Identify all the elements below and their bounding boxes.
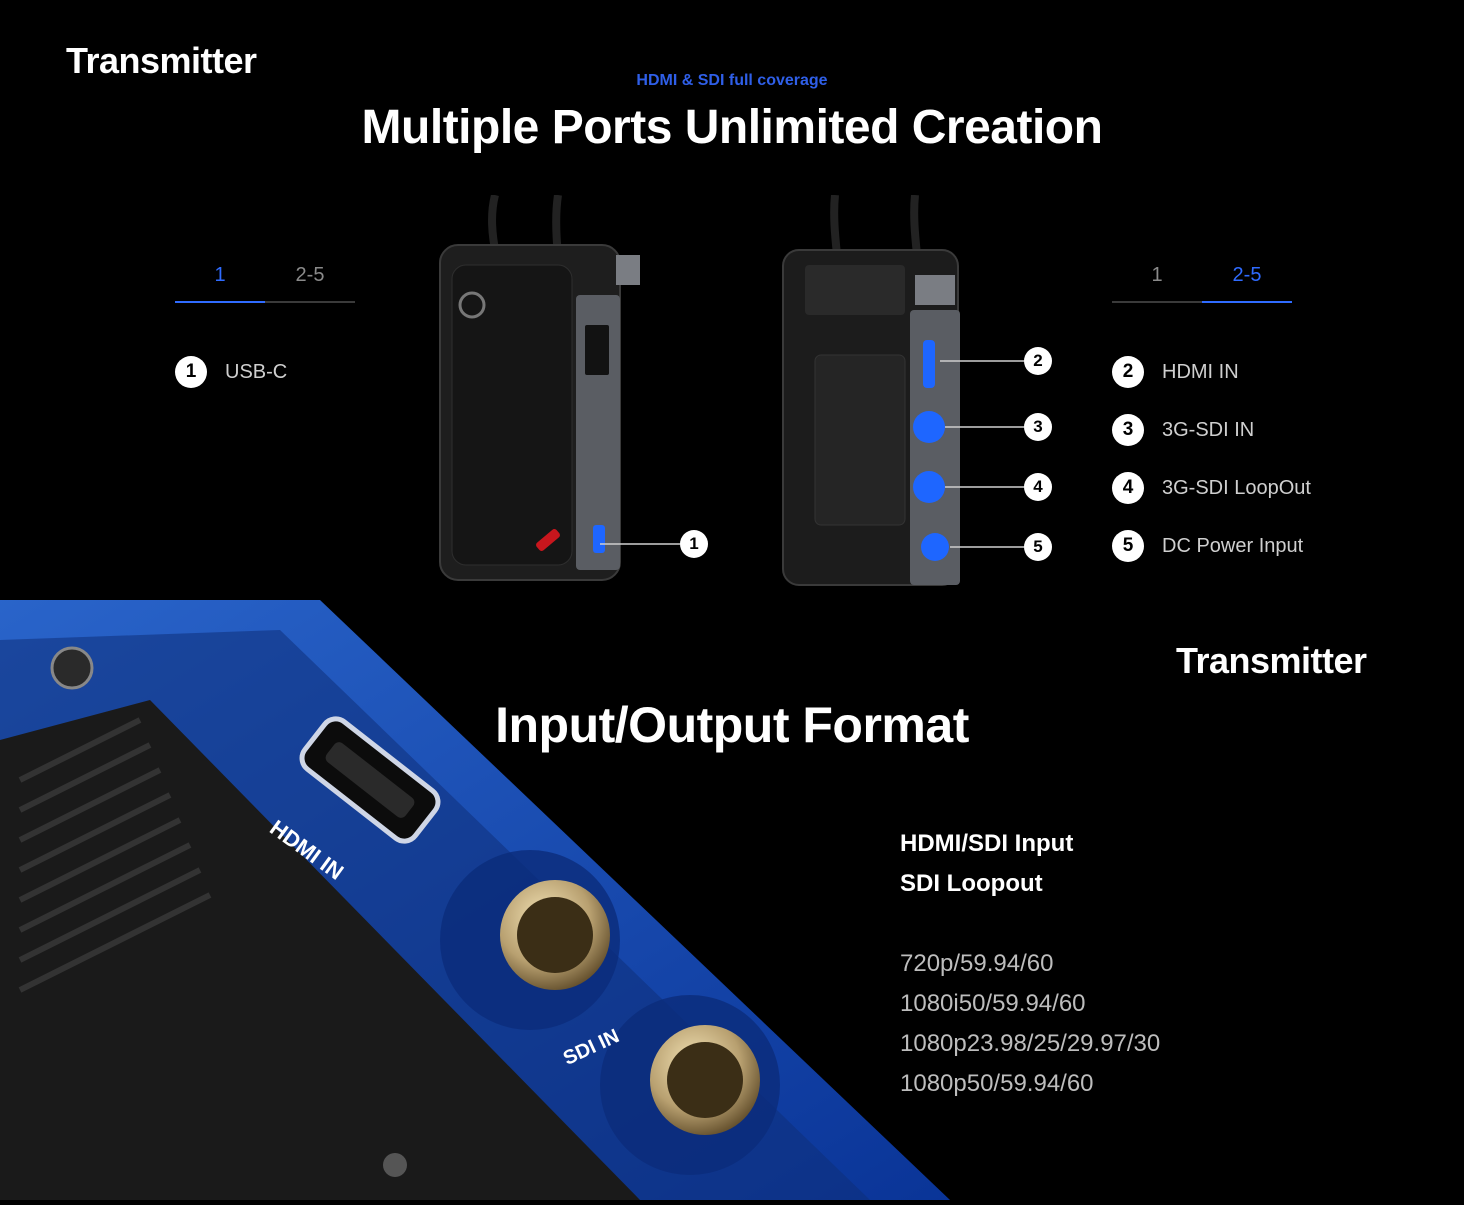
ports-closeup-illustration bbox=[0, 600, 950, 1200]
list-item: 3 3G-SDI IN bbox=[1112, 401, 1311, 459]
left-tab-2-5[interactable]: 2-5 bbox=[295, 264, 325, 286]
port-label: DC Power Input bbox=[1162, 534, 1304, 557]
brand-logo-secondary: Transmitter bbox=[1176, 640, 1367, 681]
port-number-badge: 3 bbox=[1112, 414, 1144, 446]
page-title: Multiple Ports Unlimited Creation bbox=[361, 101, 1103, 154]
format-item: 1080p23.98/25/29.97/30 bbox=[900, 1030, 1161, 1057]
list-item: 2 HDMI IN bbox=[1112, 343, 1311, 401]
port-label: HDMI IN bbox=[1162, 360, 1239, 383]
port-label: 3G-SDI IN bbox=[1162, 418, 1255, 441]
callout-lines bbox=[600, 360, 1024, 548]
left-port-panel: 1 2-5 1 USB-C bbox=[175, 264, 355, 401]
port-number-badge: 1 bbox=[175, 356, 207, 388]
section-eyebrow: HDMI & SDI full coverage bbox=[636, 72, 828, 89]
port-label: USB-C bbox=[225, 360, 288, 383]
transmitter-front-illustration bbox=[439, 194, 640, 581]
transmitter-back-illustration bbox=[782, 194, 960, 586]
right-port-panel: 1 2-5 2 HDMI IN 3 3G-SDI IN 4 3G-SDI Loo… bbox=[1112, 264, 1311, 575]
format-item: 720p/59.94/60 bbox=[900, 950, 1054, 977]
callout-2: 2 bbox=[1024, 347, 1052, 375]
list-item: 4 3G-SDI LoopOut bbox=[1112, 459, 1311, 517]
brand-logo: Transmitter bbox=[66, 40, 257, 81]
callout-1: 1 bbox=[680, 530, 708, 558]
format-heading-1: HDMI/SDI Input bbox=[900, 830, 1074, 857]
transmitter-front-image bbox=[430, 194, 660, 595]
list-item: 5 DC Power Input bbox=[1112, 517, 1311, 575]
right-tab-1[interactable]: 1 bbox=[1151, 264, 1163, 286]
list-item: 1 USB-C bbox=[175, 343, 355, 401]
section-title: Input/Output Format bbox=[495, 697, 969, 753]
callout-3: 3 bbox=[1024, 413, 1052, 441]
right-tabs: 1 2-5 bbox=[1112, 264, 1292, 303]
port-number-badge: 2 bbox=[1112, 356, 1144, 388]
left-port-list: 1 USB-C bbox=[175, 343, 355, 401]
callout-4: 4 bbox=[1024, 473, 1052, 501]
transmitter-back-image bbox=[775, 194, 975, 595]
left-tabs: 1 2-5 bbox=[175, 264, 355, 303]
ports-closeup-image: HDMI IN SDI IN bbox=[0, 600, 950, 1200]
port-number-badge: 5 bbox=[1112, 530, 1144, 562]
format-item: 1080p50/59.94/60 bbox=[900, 1070, 1094, 1097]
right-tab-2-5[interactable]: 2-5 bbox=[1202, 264, 1292, 303]
right-port-list: 2 HDMI IN 3 3G-SDI IN 4 3G-SDI LoopOut 5… bbox=[1112, 343, 1311, 575]
callout-5: 5 bbox=[1024, 533, 1052, 561]
format-item: 1080i50/59.94/60 bbox=[900, 990, 1086, 1017]
port-label: 3G-SDI LoopOut bbox=[1162, 476, 1311, 499]
port-number-badge: 4 bbox=[1112, 472, 1144, 504]
left-tab-1[interactable]: 1 bbox=[175, 264, 265, 303]
format-heading-2: SDI Loopout bbox=[900, 870, 1043, 897]
